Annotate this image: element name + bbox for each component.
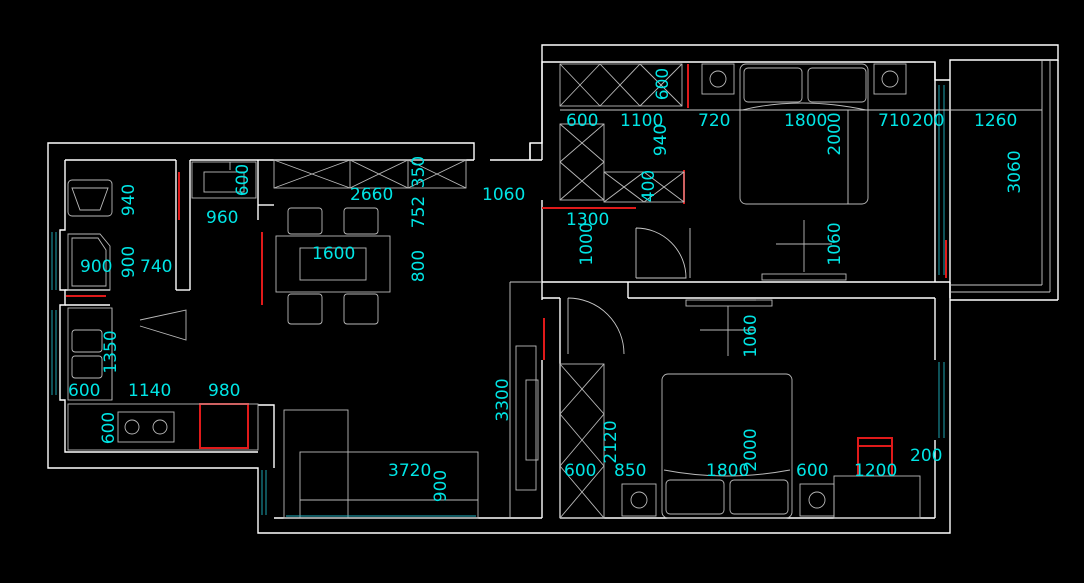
dim-bed1-1100: 1100 (620, 111, 663, 131)
red-box (199, 403, 249, 449)
kitchen-wall (258, 404, 275, 468)
tv-cabinet (509, 281, 542, 518)
dim-bed2-2000: 2000 (741, 428, 761, 471)
dim-dining-752: 752 (409, 196, 429, 228)
dim-living-3720: 3720 (388, 461, 431, 481)
windows (51, 85, 945, 515)
sofa (283, 409, 479, 519)
furniture (67, 63, 1042, 519)
dim-living-3300: 3300 (493, 378, 513, 421)
dim-laundry-600: 600 (233, 164, 253, 196)
dim-bath-900: 900 (80, 257, 112, 277)
bed2-wardrobe (559, 363, 605, 519)
dim-kitchen-980: 980 (208, 381, 240, 401)
dim-bed2-600: 600 (564, 461, 596, 481)
dim-bath-740: 740 (140, 257, 172, 277)
dim-bed1-940: 940 (651, 124, 671, 156)
dim-bed2-1060: 1060 (741, 314, 761, 357)
dim-dining-800: 800 (409, 250, 429, 282)
dim-kitchen-1140: 1140 (128, 381, 171, 401)
bed1-bed (701, 63, 907, 281)
dim-bed2-600b: 600 (796, 461, 828, 481)
dim-bed2-200: 200 (910, 446, 942, 466)
dim-laundry-960: 960 (206, 208, 238, 228)
shower-icon (67, 233, 111, 291)
dim-dining-1600: 1600 (312, 244, 355, 264)
washer-icon (191, 161, 257, 199)
dim-cab-2660: 2660 (350, 185, 393, 205)
dim-kitchen-1350: 1350 (101, 330, 121, 373)
dim-bed2-1200: 1200 (854, 461, 897, 481)
dim-hall-1000: 1000 (577, 222, 597, 265)
dim-bed2-1800: 1800 (706, 461, 749, 481)
dim-cab-350: 350 (409, 156, 429, 188)
kitchen-counter (67, 307, 259, 451)
bed2-bed (621, 299, 921, 519)
dim-bed1-3060: 3060 (1005, 150, 1025, 193)
dim-bed1-600: 600 (566, 111, 598, 131)
inner-wall-left (59, 160, 258, 453)
dim-kitchen-600b: 600 (99, 412, 119, 444)
top-cabinets (273, 159, 467, 189)
dim-bed1-720: 720 (698, 111, 730, 131)
dim-living-900: 900 (431, 470, 451, 502)
dim-bed1-710: 710 (878, 111, 910, 131)
dim-kitchen-600: 600 (68, 381, 100, 401)
dimension-lines (560, 109, 1042, 301)
bed1-wardrobe (559, 63, 685, 203)
dim-bath-940: 940 (119, 184, 139, 216)
dim-bed1-400: 400 (639, 170, 659, 202)
dim-bed1-600b: 600 (653, 68, 673, 100)
toilet-icon (67, 179, 113, 217)
red-chair (857, 437, 893, 476)
dim-bed1-200: 200 (912, 111, 944, 131)
dim-hall-1300: 1300 (566, 210, 609, 230)
dim-hall-1060: 1060 (482, 185, 525, 205)
dim-bed1-1800: 1800 (784, 111, 827, 131)
doors (567, 227, 691, 355)
dim-bed1-2000: 2000 (825, 112, 845, 155)
dimension-labels: 940 900 900 740 600 960 350 2660 752 160… (68, 68, 1025, 502)
dim-bed1-1260: 1260 (974, 111, 1017, 131)
dining-table (275, 207, 391, 325)
dim-bed2-850: 850 (614, 461, 646, 481)
dim-bath-900b: 900 (119, 246, 139, 278)
dim-bed2-2120: 2120 (601, 420, 621, 463)
dim-bed1-1060: 1060 (825, 222, 845, 265)
